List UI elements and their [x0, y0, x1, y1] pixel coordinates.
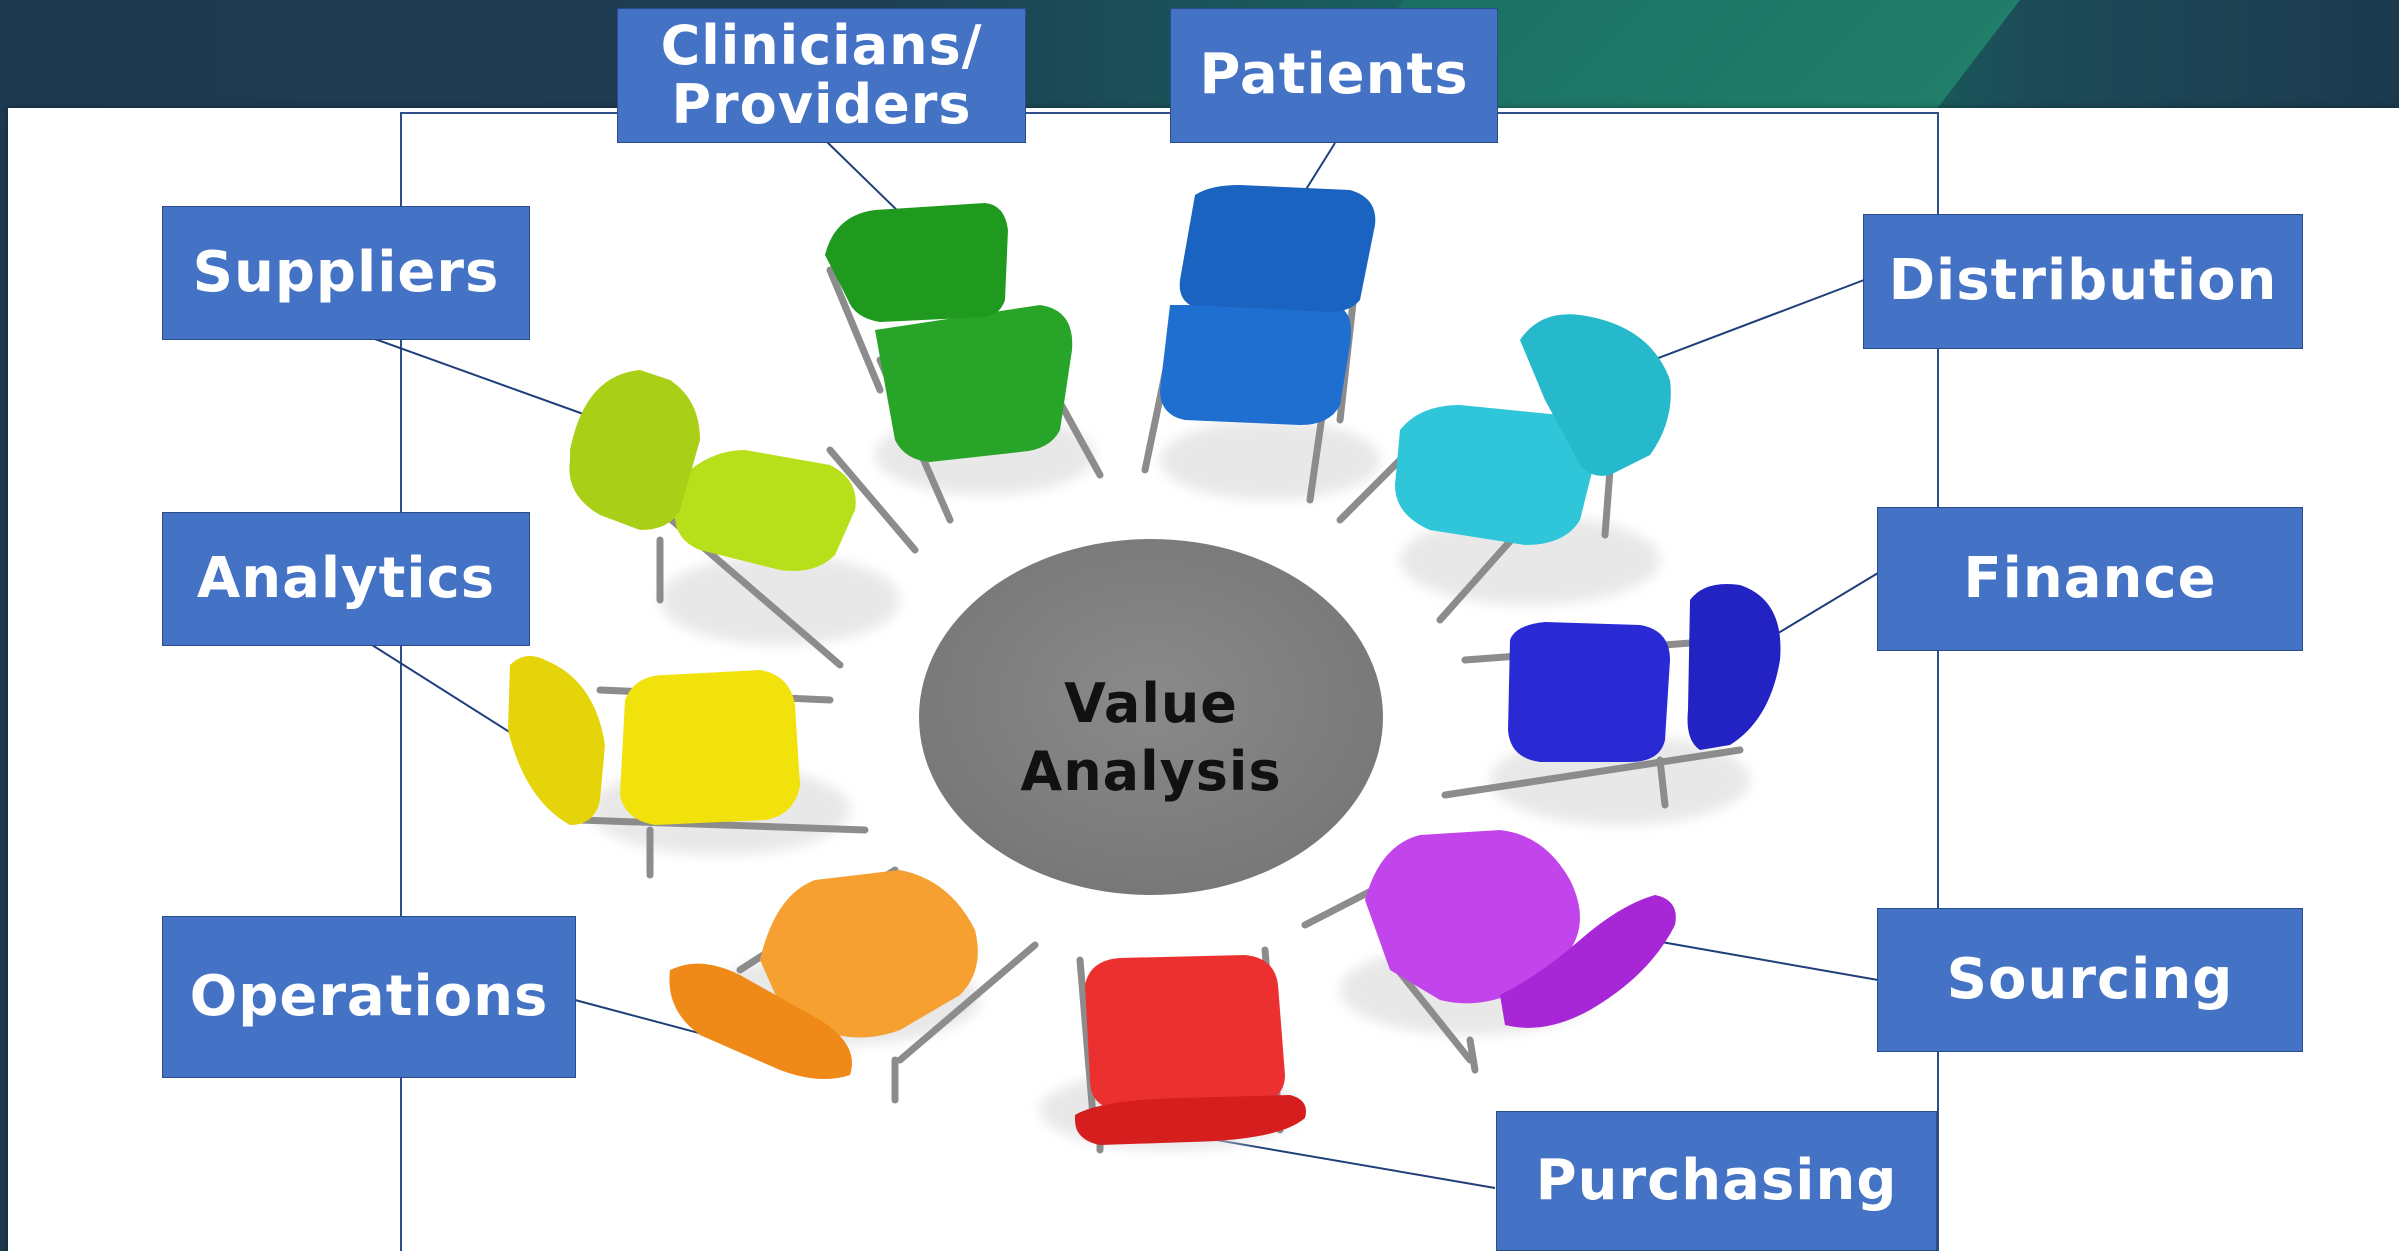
stakeholder-box-sourcing: Sourcing	[1877, 908, 2303, 1052]
chair-analytics	[508, 656, 869, 879]
stakeholder-box-patients: Patients	[1170, 8, 1498, 143]
stakeholder-box-distribution: Distribution	[1863, 214, 2303, 349]
center-label: Value Analysis	[1020, 672, 1282, 803]
frame-line-left	[400, 112, 402, 1251]
connector-analytics	[371, 644, 531, 746]
chair-distribution	[1336, 314, 1671, 624]
chair-clinicians	[825, 203, 1104, 524]
chair-suppliers	[569, 370, 919, 669]
value-analysis-ellipse	[919, 539, 1383, 895]
chair-operations	[669, 866, 1039, 1104]
connector-distribution	[1639, 279, 1865, 366]
stakeholder-box-purchasing: Purchasing	[1496, 1111, 1937, 1251]
stakeholder-box-clinicians: Clinicians/ Providers	[617, 8, 1026, 143]
frame-line-top	[400, 112, 1939, 114]
connector-finance	[1769, 572, 1879, 639]
stakeholder-box-suppliers: Suppliers	[162, 206, 530, 340]
chair-finance	[1441, 584, 1781, 825]
chair-purchasing	[1040, 946, 1306, 1154]
connector-suppliers	[371, 337, 601, 421]
stakeholder-box-finance: Finance	[1877, 507, 2303, 651]
chair-sourcing	[1301, 830, 1676, 1074]
frame-line-right	[1937, 112, 1939, 1251]
stakeholder-box-operations: Operations	[162, 916, 576, 1078]
connector-sourcing	[1649, 939, 1879, 981]
stakeholder-box-analytics: Analytics	[162, 512, 530, 646]
connector-clinicians	[824, 139, 906, 219]
connector-purchasing	[1204, 1137, 1496, 1189]
chair-patients	[1141, 185, 1380, 504]
